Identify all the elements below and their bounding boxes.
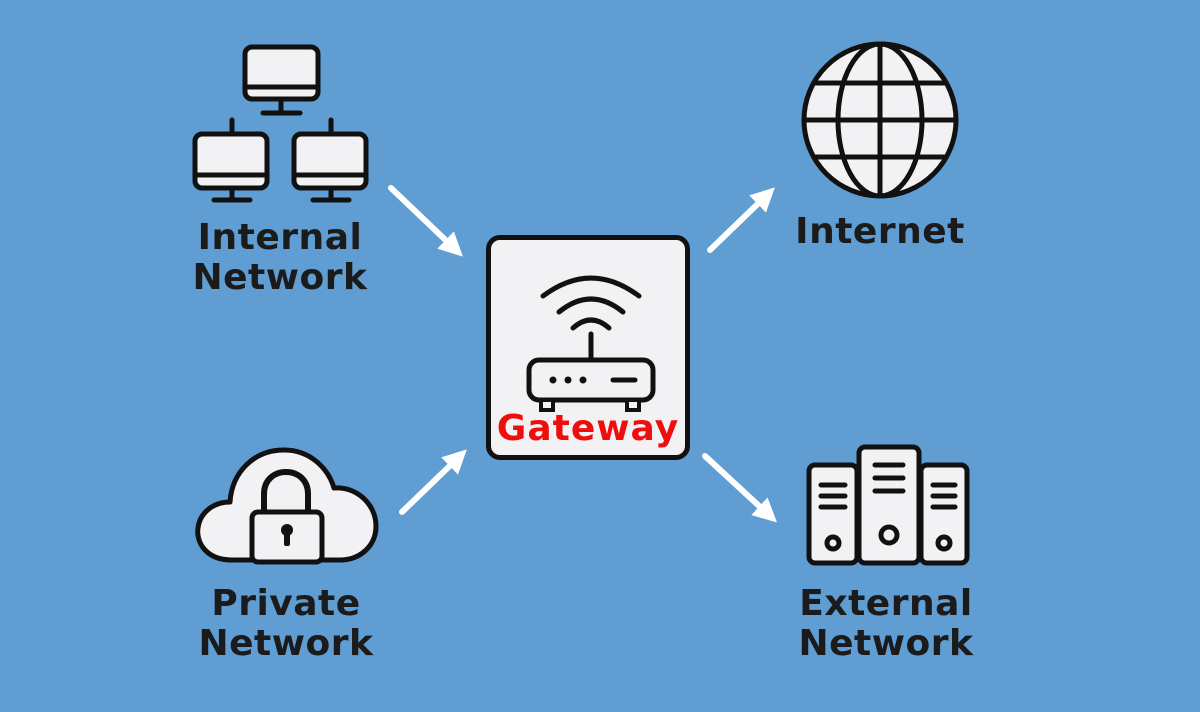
internet-label: Internet	[795, 211, 965, 252]
arrow-gateway-to-external	[702, 453, 778, 523]
router-icon	[521, 268, 661, 412]
computer-network-icon	[190, 42, 380, 206]
internal-network-label-line2: Network	[192, 257, 368, 298]
private-network-label-line1: Private	[211, 583, 361, 624]
gateway-label: Gateway	[496, 408, 680, 449]
private-network-label-line2: Network	[198, 623, 374, 664]
server-rack-icon	[805, 443, 970, 572]
private-network-label: Private Network	[186, 584, 386, 664]
cloud-lock-icon	[192, 442, 382, 571]
external-network-label-line2: Network	[798, 623, 974, 664]
arrow-gateway-to-internet	[707, 187, 775, 253]
gateway-node: Gateway	[486, 235, 690, 460]
internal-network-label: Internal Network	[180, 218, 380, 298]
external-network-label: External Network	[786, 584, 986, 664]
external-network-label-line1: External	[799, 583, 973, 624]
internal-network-label-line1: Internal	[197, 217, 363, 258]
arrow-internal-to-gateway	[388, 185, 463, 257]
arrow-private-to-gateway	[399, 449, 467, 515]
globe-icon	[800, 40, 960, 204]
